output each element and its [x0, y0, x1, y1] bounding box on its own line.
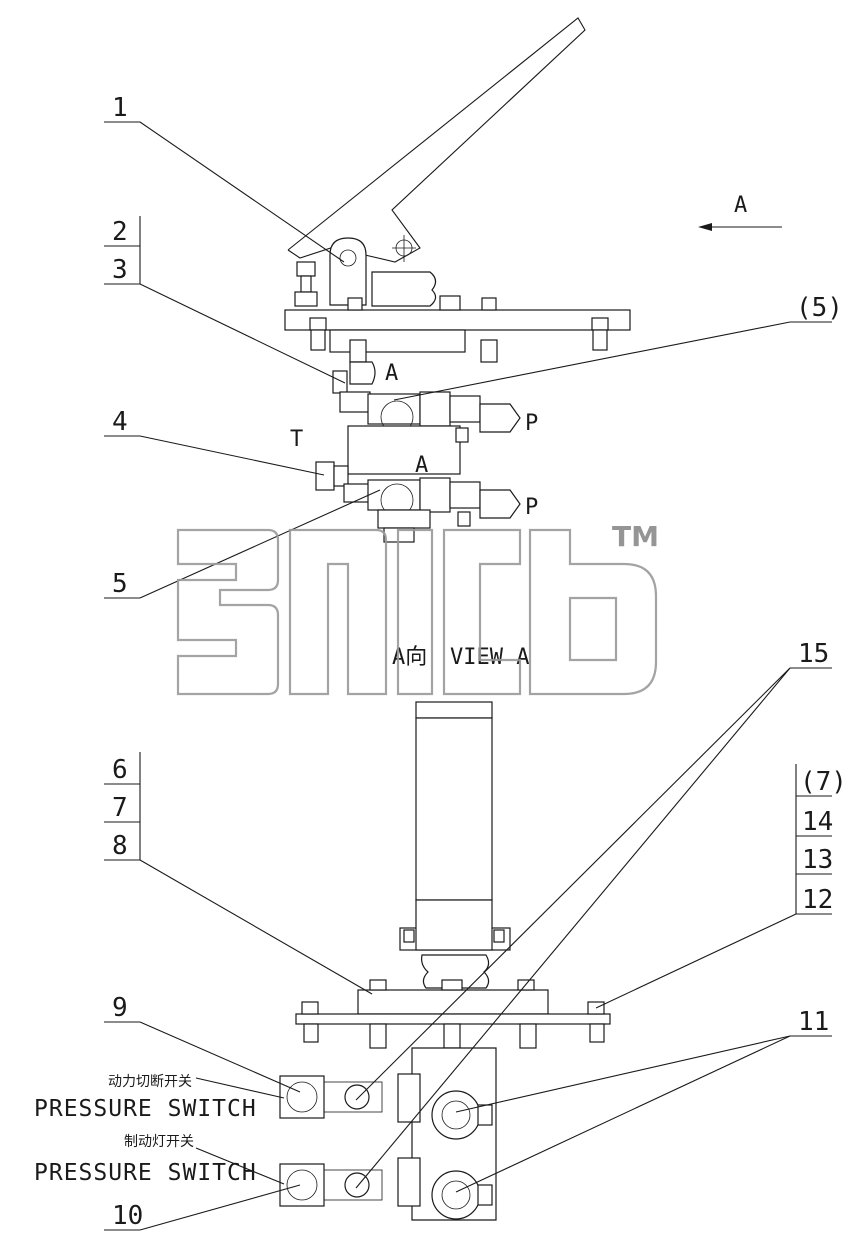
power-cutoff-switch-en: PRESSURE SWITCH — [34, 1096, 257, 1122]
view-title: A向 VIEW A — [392, 645, 529, 670]
watermark-tm: TM — [612, 520, 659, 553]
part-label-2: 2 — [112, 217, 128, 247]
pedal-valve-view-a — [279, 701, 611, 1221]
part-label-6: 6 — [112, 755, 128, 785]
part-label-4: 4 — [112, 407, 128, 437]
part-label-11: 11 — [798, 1007, 829, 1037]
part-label-3: 3 — [112, 255, 128, 285]
port-t: T — [290, 427, 303, 452]
part-label-9: 9 — [112, 993, 128, 1023]
part-label-8: 8 — [112, 831, 128, 861]
part-label-15: 15 — [798, 639, 829, 669]
part-number-labels: 1 2 3 (5) 4 5 15 6 7 8 (7) 14 13 12 9 11… — [112, 93, 847, 1231]
view-direction-arrow — [698, 223, 782, 231]
part-label-12: 12 — [802, 885, 833, 915]
brake-light-switch-en: PRESSURE SWITCH — [34, 1160, 257, 1186]
part-label-10: 10 — [112, 1201, 143, 1231]
direction-label-a: A — [734, 193, 747, 218]
pedal-valve-side-view — [284, 17, 631, 543]
view-title-en: VIEW A — [450, 645, 529, 670]
port-p-upper: P — [525, 411, 538, 436]
part-label-7: 7 — [112, 793, 128, 823]
watermark-logo: TM — [176, 520, 659, 696]
part-label-5-ref: (5) — [796, 293, 843, 323]
brake-light-switch-cn: 制动灯开关 — [124, 1134, 194, 1150]
port-a-lower: A — [415, 453, 428, 478]
port-labels: A P T A P A — [290, 193, 747, 520]
switch-labels: 动力切断开关 PRESSURE SWITCH 制动灯开关 PRESSURE SW… — [34, 1074, 257, 1186]
part-label-5: 5 — [112, 569, 128, 599]
part-label-7-ref: (7) — [800, 767, 847, 797]
part-label-13: 13 — [802, 845, 833, 875]
port-p-lower: P — [525, 495, 538, 520]
part-label-1: 1 — [112, 93, 128, 123]
part-label-14: 14 — [802, 807, 833, 837]
port-a-upper: A — [385, 361, 398, 386]
power-cutoff-switch-cn: 动力切断开关 — [108, 1074, 192, 1090]
